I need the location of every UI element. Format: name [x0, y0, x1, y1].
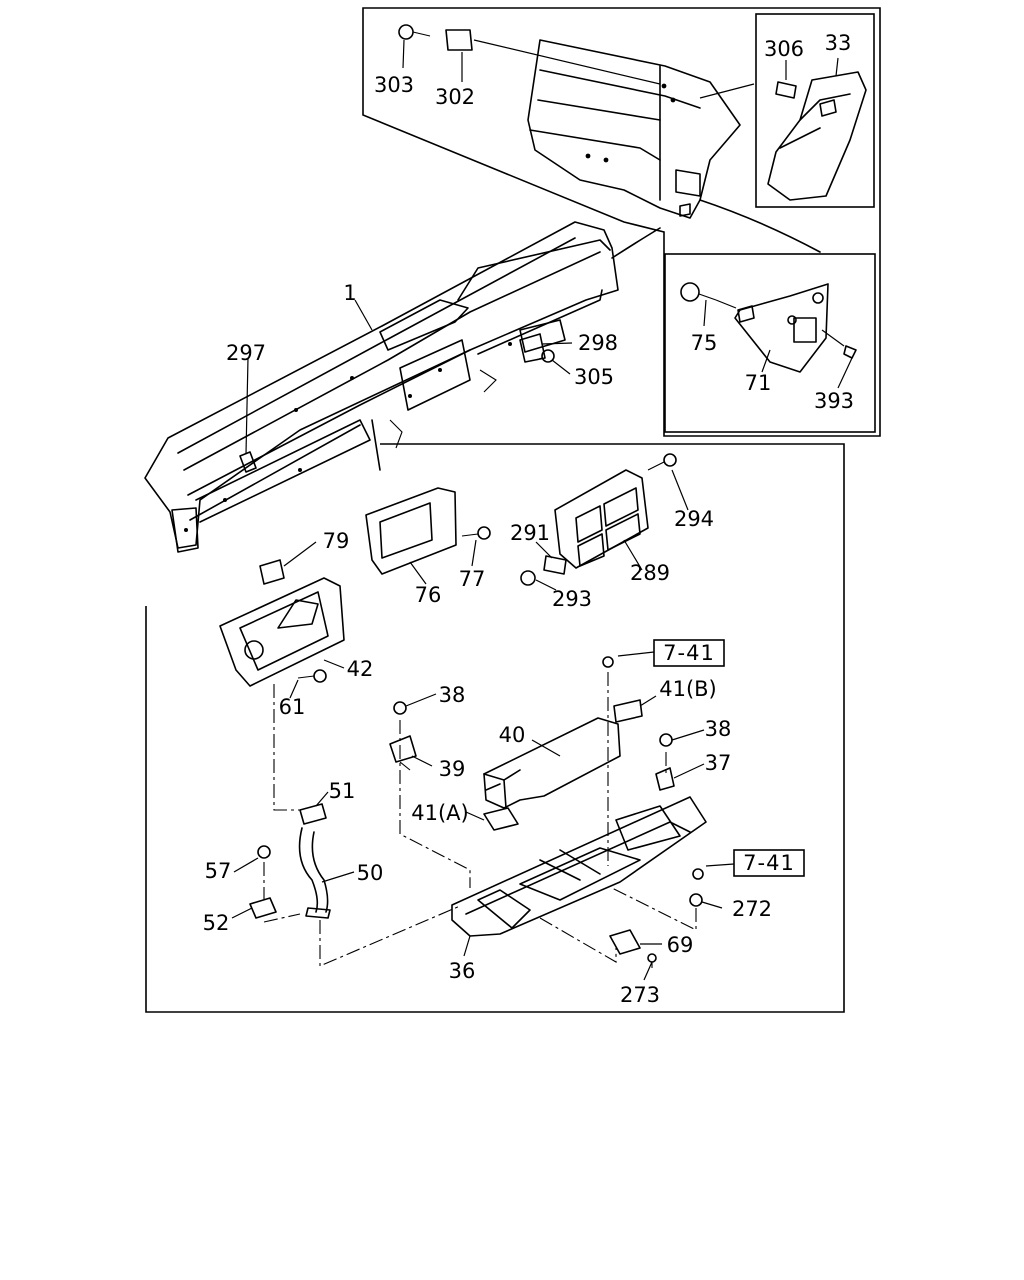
callout-38-right: 38 — [705, 717, 732, 741]
callout-41b: 41(B) — [659, 677, 717, 701]
callout-labels: 1 297 298 305 303 302 306 33 75 71 393 7… — [203, 31, 854, 1007]
callout-42: 42 — [347, 657, 374, 681]
callout-36: 36 — [449, 959, 476, 983]
callout-291: 291 — [510, 521, 550, 545]
callout-75: 75 — [691, 331, 718, 355]
reference-box-top — [653, 639, 725, 667]
callout-302: 302 — [435, 85, 475, 109]
tray-36 — [451, 796, 707, 963]
callout-393: 393 — [814, 389, 854, 413]
callout-294: 294 — [674, 507, 714, 531]
callout-38-left: 38 — [439, 683, 466, 707]
panel-76 — [365, 487, 491, 575]
assembly-lines — [263, 672, 697, 968]
callout-33: 33 — [825, 31, 852, 55]
callout-298: 298 — [578, 331, 618, 355]
strap-50-group — [249, 803, 331, 919]
callout-41a: 41(A) — [411, 801, 468, 825]
callout-51: 51 — [329, 779, 356, 803]
callout-57: 57 — [205, 859, 232, 883]
reference-boxes: 7-41 7-41 — [617, 639, 805, 877]
callout-40: 40 — [499, 723, 526, 747]
callout-272: 272 — [732, 897, 772, 921]
callout-76: 76 — [415, 583, 442, 607]
leader-lines — [231, 39, 853, 981]
callout-61: 61 — [279, 695, 306, 719]
callout-50: 50 — [357, 861, 384, 885]
callout-306: 306 — [764, 37, 804, 61]
callout-79: 79 — [323, 529, 350, 553]
console-40-group — [389, 656, 675, 831]
callout-71: 71 — [745, 371, 772, 395]
reference-box-mid — [733, 849, 805, 877]
callout-293: 293 — [552, 587, 592, 611]
glove-box-42 — [219, 559, 345, 687]
callout-39: 39 — [439, 757, 466, 781]
reference-label-mid: 7-41 — [743, 851, 795, 875]
callout-37: 37 — [705, 751, 732, 775]
instrument-panel — [144, 221, 661, 553]
top-bracket-detail — [398, 24, 821, 253]
callout-273: 273 — [620, 983, 660, 1007]
callout-77: 77 — [459, 567, 486, 591]
callout-69: 69 — [667, 933, 694, 957]
vent-289 — [520, 453, 677, 586]
callout-289: 289 — [630, 561, 670, 585]
cover-detail — [767, 71, 867, 201]
callout-297: 297 — [226, 341, 266, 365]
detail-frames — [145, 7, 881, 1013]
callout-305: 305 — [574, 365, 614, 389]
bracket-71-detail — [680, 282, 857, 373]
reference-label-top: 7-41 — [663, 641, 715, 665]
callout-1: 1 — [343, 281, 356, 305]
callout-52: 52 — [203, 911, 230, 935]
callout-303: 303 — [374, 73, 414, 97]
